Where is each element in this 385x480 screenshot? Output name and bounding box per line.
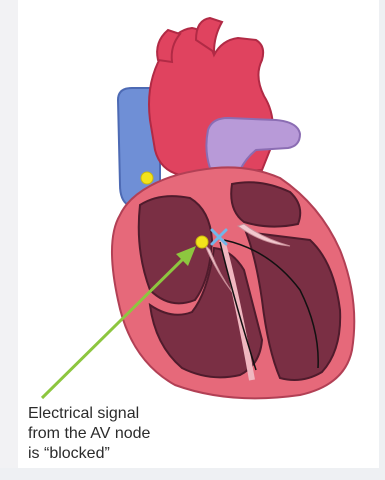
caption-line-3: is “blocked” bbox=[28, 444, 228, 464]
right-atrium bbox=[139, 196, 212, 303]
av-node-dot bbox=[196, 236, 208, 248]
caption: Electrical signal from the AV node is “b… bbox=[28, 404, 228, 464]
caption-line-1: Electrical signal bbox=[28, 404, 228, 424]
caption-line-2: from the AV node bbox=[28, 424, 228, 444]
sa-node-dot bbox=[141, 172, 153, 184]
